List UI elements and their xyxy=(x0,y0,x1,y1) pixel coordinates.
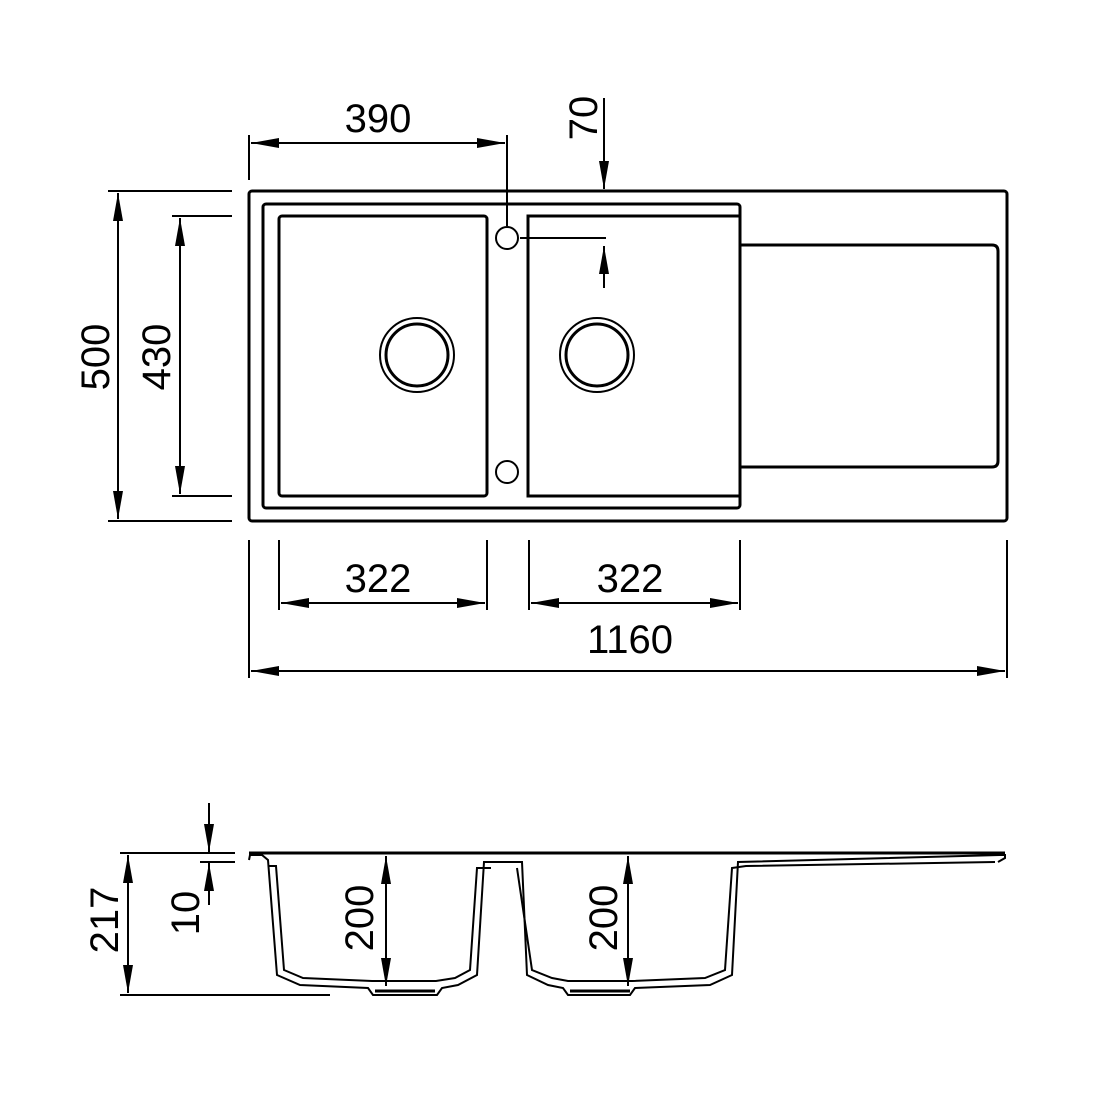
bowl-left xyxy=(277,214,489,498)
dimension-322-right: 322 xyxy=(528,540,741,610)
overflow-hole xyxy=(495,460,519,484)
drainboard xyxy=(740,243,1000,469)
dim-label-322-right: 322 xyxy=(597,557,664,601)
dimension-322-left: 322 xyxy=(278,540,488,610)
drain-right-inner xyxy=(564,322,630,388)
dim-label-500: 500 xyxy=(74,324,118,391)
dim-label-1160: 1160 xyxy=(587,618,673,662)
dimension-430: 430 xyxy=(135,215,232,497)
dim-label-200-left: 200 xyxy=(338,885,382,952)
dim-label-70: 70 xyxy=(562,96,606,141)
dimension-217: 217 xyxy=(83,852,330,996)
dim-label-200-right: 200 xyxy=(582,885,626,952)
dim-label-322-left: 322 xyxy=(345,557,412,601)
bowl-right xyxy=(526,214,742,498)
drain-right-icon xyxy=(559,317,635,393)
dim-label-217: 217 xyxy=(83,887,127,954)
drain-left-icon xyxy=(379,317,455,393)
side-view xyxy=(248,851,1006,996)
dimension-70: 70 xyxy=(520,96,609,288)
dimension-10: 10 xyxy=(164,803,235,935)
dim-label-430: 430 xyxy=(135,324,179,391)
dimension-390: 390 xyxy=(248,97,508,226)
sink-outline xyxy=(247,189,1009,523)
dimension-1160: 1160 xyxy=(248,540,1008,678)
dimension-200-left: 200 xyxy=(338,856,391,986)
drain-left-inner xyxy=(384,322,450,388)
dim-label-10: 10 xyxy=(164,891,208,936)
top-view xyxy=(247,189,1009,523)
dim-label-390: 390 xyxy=(345,97,412,141)
tap-hole xyxy=(495,226,519,250)
dimension-200-right: 200 xyxy=(582,856,633,986)
dimension-500: 500 xyxy=(74,190,232,522)
